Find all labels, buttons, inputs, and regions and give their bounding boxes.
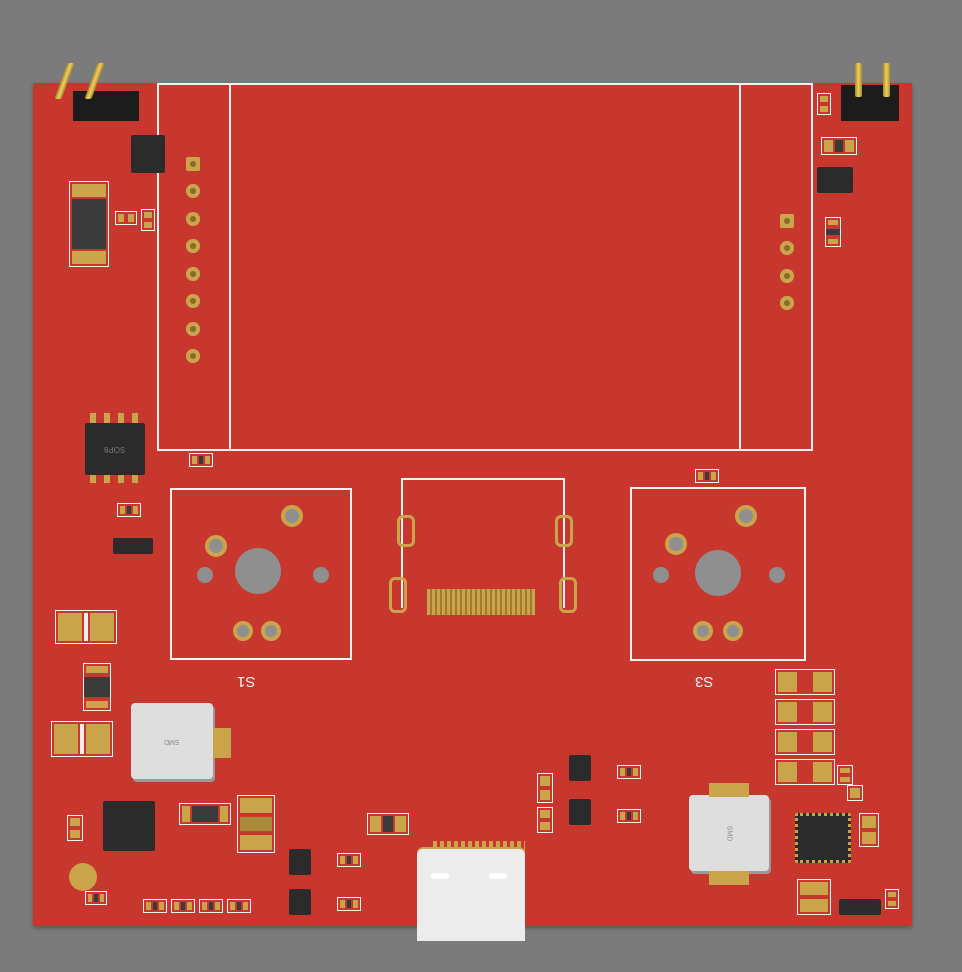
smd-capacitor — [115, 211, 137, 225]
display-active-area — [229, 83, 741, 451]
smd-resistor — [117, 503, 141, 517]
pad — [261, 621, 281, 641]
smd-resistor — [617, 809, 641, 823]
pad — [205, 535, 227, 557]
mount-hole — [653, 567, 669, 583]
inductor-left: SMD — [131, 703, 213, 779]
pad — [186, 349, 200, 363]
sot23-transistor — [839, 899, 881, 915]
pad — [665, 533, 687, 555]
smd-resistor — [337, 853, 361, 867]
switch-s1-label: S1 — [237, 673, 256, 690]
pad — [186, 239, 200, 253]
smd-resistor — [537, 807, 553, 833]
smd-capacitor — [141, 209, 155, 231]
msop-chip — [131, 135, 165, 173]
sot23-transistor — [289, 889, 311, 915]
pad — [186, 184, 200, 198]
smd-resistor — [337, 897, 361, 911]
pad — [186, 212, 200, 226]
smd-resistor — [825, 217, 841, 247]
switch-s1-outline — [170, 488, 352, 660]
pad — [186, 267, 200, 281]
smd-resistor — [83, 663, 111, 711]
test-point — [69, 863, 97, 891]
pad — [723, 621, 743, 641]
smd-capacitor — [837, 765, 853, 785]
pad — [693, 621, 713, 641]
pad — [780, 214, 794, 228]
pad — [735, 505, 757, 527]
inductor-pad — [213, 728, 231, 758]
pad — [186, 157, 200, 171]
smd-capacitor — [859, 813, 879, 847]
inductor-pad — [709, 871, 749, 885]
smd-capacitor — [797, 879, 831, 915]
resistor-large — [69, 181, 109, 267]
qfn-chip — [103, 801, 155, 851]
smd-capacitor — [67, 815, 83, 841]
inductor-right: SMD — [689, 795, 769, 871]
sot23-transistor — [113, 538, 153, 554]
mount-hole — [769, 567, 785, 583]
pcb-board: SOP8 S1 S3 — [33, 63, 912, 941]
mount-hole — [313, 567, 329, 583]
mount-hole — [197, 567, 213, 583]
smd-resistor — [695, 469, 719, 483]
switch-s1-center-hole — [235, 548, 281, 594]
sot-chip — [817, 167, 853, 193]
sot23-transistor — [569, 799, 591, 825]
inductor-left-label: SMD — [164, 737, 180, 745]
smd-resistor — [85, 891, 107, 905]
sop8-label: SOP8 — [104, 444, 126, 454]
smd-capacitor-large — [237, 795, 275, 853]
smd-resistor — [617, 765, 641, 779]
pad — [780, 296, 794, 310]
sot23-transistor — [569, 755, 591, 781]
pad — [780, 241, 794, 255]
smd-resistor — [189, 453, 213, 467]
smd-capacitor — [847, 785, 863, 801]
smd-diode — [179, 803, 231, 825]
smd-capacitor-large — [51, 721, 113, 757]
smd-capacitor-large — [55, 610, 117, 644]
switch-s3-outline — [630, 487, 806, 661]
switch-s3-center-hole — [695, 550, 741, 596]
pad — [186, 322, 200, 336]
qfn-chip — [795, 813, 851, 863]
smd-capacitor — [885, 889, 899, 909]
inductor-pad — [709, 783, 749, 797]
smd-resistor — [537, 773, 553, 803]
pad — [780, 269, 794, 283]
smd-resistor — [367, 813, 409, 835]
pad — [233, 621, 253, 641]
sot23-transistor — [289, 849, 311, 875]
switch-s3-label: S3 — [695, 673, 714, 690]
smd-capacitor — [817, 93, 831, 115]
pad — [186, 294, 200, 308]
pad — [281, 505, 303, 527]
inductor-right-label: SMD — [725, 825, 733, 841]
smd-capacitor — [821, 137, 857, 155]
